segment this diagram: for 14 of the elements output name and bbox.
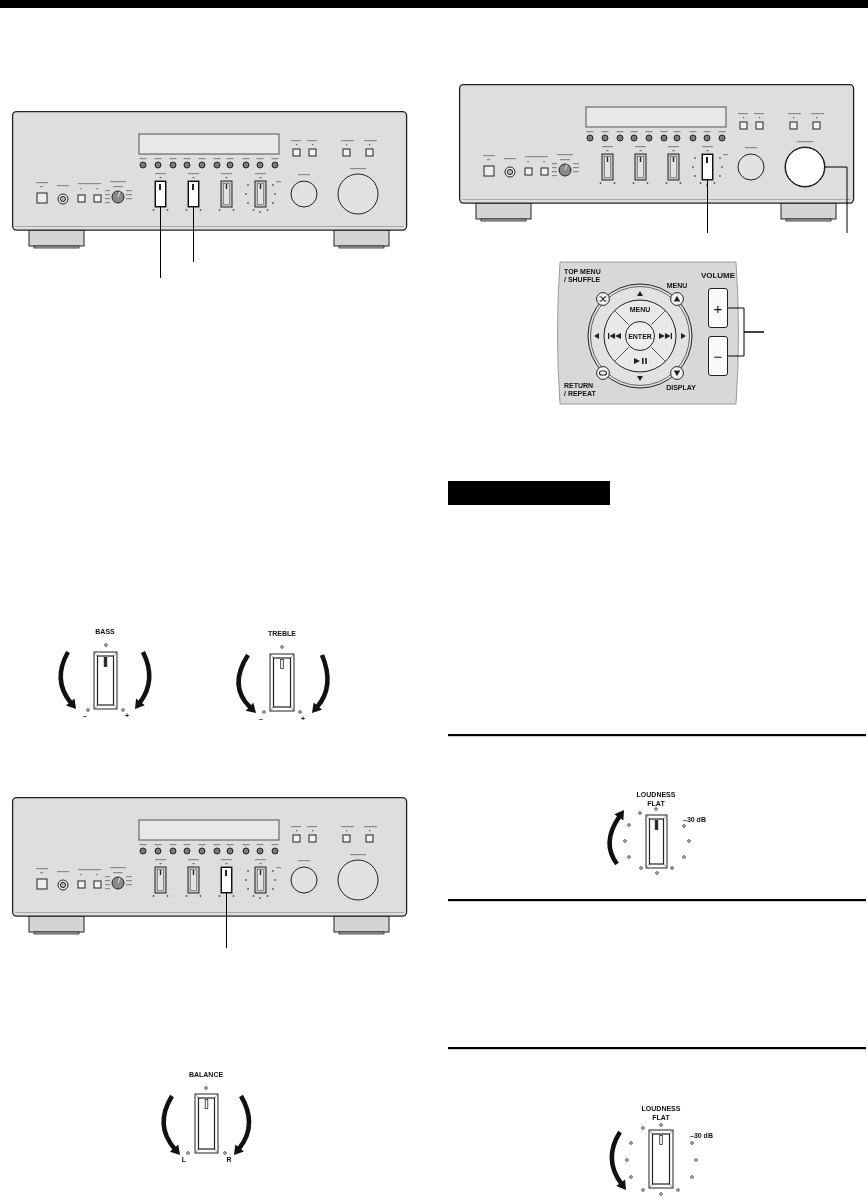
volume-down-button: − xyxy=(708,336,728,376)
heading-bar xyxy=(448,481,610,505)
tone-knob xyxy=(155,181,166,207)
volume-label: VOLUME xyxy=(700,272,736,280)
volume-up-button: + xyxy=(708,288,728,328)
leader-line xyxy=(226,892,227,949)
leader-line xyxy=(193,206,194,263)
leader-line xyxy=(824,166,848,234)
leader-line xyxy=(707,179,708,234)
balance-knob xyxy=(221,867,232,893)
tone-knob xyxy=(188,181,199,207)
leader-line xyxy=(727,331,765,357)
loudness-knob xyxy=(702,154,713,180)
leader-line xyxy=(160,206,161,279)
